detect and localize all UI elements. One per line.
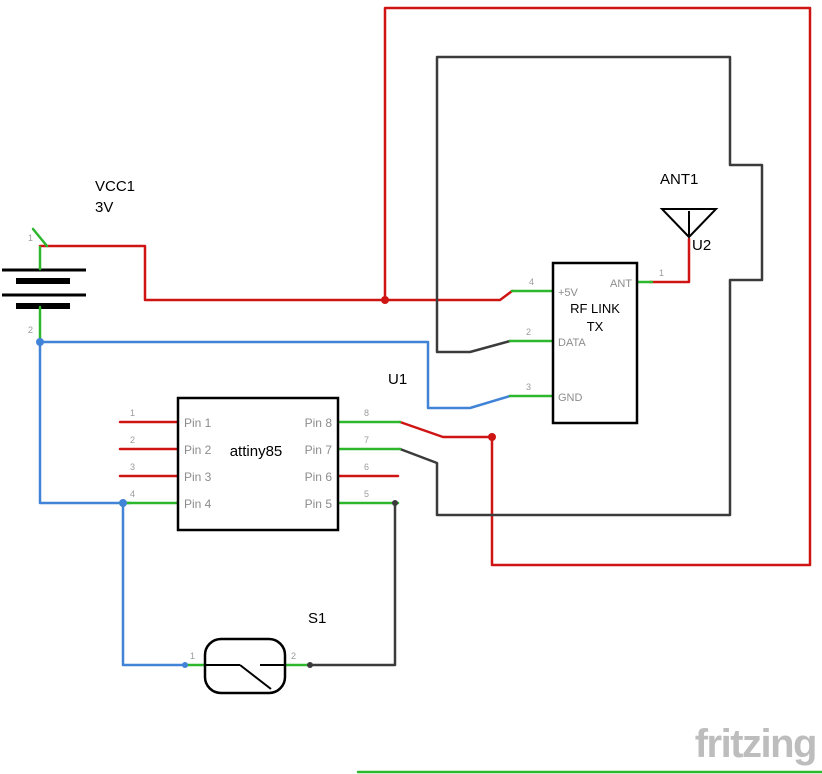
- ic-pin3-label: Pin 3: [184, 470, 212, 484]
- rf-pin-data-label: DATA: [558, 337, 586, 349]
- switch-pin-number-left: 1: [190, 651, 195, 661]
- wire-power-loop-to-pin8[interactable]: [383, 6, 812, 567]
- rf-title-line1: RF LINK: [570, 301, 620, 316]
- ic-pin7-number: 7: [364, 435, 369, 445]
- wire-antenna-feed[interactable]: [648, 237, 691, 284]
- rf-designator: U2: [692, 237, 711, 254]
- ic-pin5-label: Pin 5: [305, 497, 333, 511]
- rf-body[interactable]: [551, 261, 639, 425]
- ic-pin1-label: Pin 1: [184, 416, 212, 430]
- junction-dot-pin5: [392, 500, 398, 506]
- ic-body[interactable]: [176, 396, 340, 532]
- ic-pin8-label: Pin 8: [305, 416, 333, 430]
- rf-pin-gnd-label: GND: [558, 392, 583, 404]
- ic-pin5-number: 5: [364, 489, 369, 499]
- battery-designator: VCC1: [95, 178, 135, 195]
- ic-attiny85[interactable]: Pin 1 Pin 2 Pin 3 Pin 4 Pin 8 Pin 7 Pin …: [118, 371, 407, 532]
- antenna-ant1[interactable]: ANT1: [659, 171, 719, 239]
- ic-pin6-label: Pin 6: [305, 470, 333, 484]
- rf-pin-5v-number: 4: [529, 277, 534, 287]
- ic-pin6-number: 6: [364, 462, 369, 472]
- battery-vcc1[interactable]: VCC1 3V 1 2: [2, 178, 135, 344]
- switch-lever: [239, 664, 272, 690]
- ic-pin4-label: Pin 4: [184, 497, 212, 511]
- battery-voltage: 3V: [95, 199, 113, 216]
- ic-pin2-label: Pin 2: [184, 443, 212, 457]
- switch-s1[interactable]: S1 1 2: [183, 610, 326, 695]
- wire-gnd-battery-to-pin4[interactable]: [38, 340, 132, 505]
- wire-gnd-battery-to-rfgnd[interactable]: [38, 340, 512, 410]
- rf-pin-gnd-number: 3: [526, 382, 531, 392]
- wire-gnd-junction-to-switch[interactable]: [121, 501, 187, 667]
- junction-dot-switch-right: [307, 662, 313, 668]
- rf-pin-ant-number: 1: [659, 268, 664, 278]
- battery-pin-positive-lead[interactable]: [31, 227, 49, 248]
- wire-data-pin7-to-rfdata[interactable]: [398, 55, 764, 517]
- junction-dot-switch-left: [182, 662, 188, 668]
- switch-designator: S1: [308, 610, 326, 627]
- junction-dot-power: [381, 296, 389, 304]
- ic-pin3-number: 3: [130, 462, 135, 472]
- ic-pin1-number: 1: [130, 408, 135, 418]
- junction-dots: [36, 296, 496, 668]
- ic-designator: U1: [388, 371, 407, 388]
- ic-pin7-label: Pin 7: [305, 443, 333, 457]
- rf-pin-5v-label: +5V: [558, 287, 579, 299]
- battery-pin-number-positive: 1: [28, 233, 33, 243]
- wire-power-battery-to-rf5v[interactable]: [38, 244, 514, 302]
- rf-pin-ant-label: ANT: [610, 278, 632, 290]
- ic-pin2-number: 2: [130, 435, 135, 445]
- ic-pin4-number: 4: [130, 489, 135, 499]
- ic-name: attiny85: [230, 443, 283, 460]
- rf-title-line2: TX: [587, 319, 604, 334]
- junction-dot-gnd: [119, 499, 127, 507]
- fritzing-watermark: fritzing: [695, 722, 816, 766]
- antenna-triangle[interactable]: [659, 208, 719, 239]
- rf-pin-data-number: 2: [526, 327, 531, 337]
- battery-pin-number-negative: 2: [28, 325, 33, 335]
- ic-pin8-number: 8: [364, 408, 369, 418]
- rf-link-tx[interactable]: +5V ANT DATA GND RF LINK TX 4 1 2 3 U2: [508, 237, 711, 425]
- wires: [38, 6, 822, 774]
- switch-pin-number-right: 2: [291, 651, 296, 661]
- junction-dot-battery-neg: [36, 338, 44, 346]
- antenna-designator: ANT1: [660, 171, 698, 188]
- wire-switch-to-pin5[interactable]: [308, 501, 397, 667]
- junction-dot-pin8-corner: [488, 433, 496, 441]
